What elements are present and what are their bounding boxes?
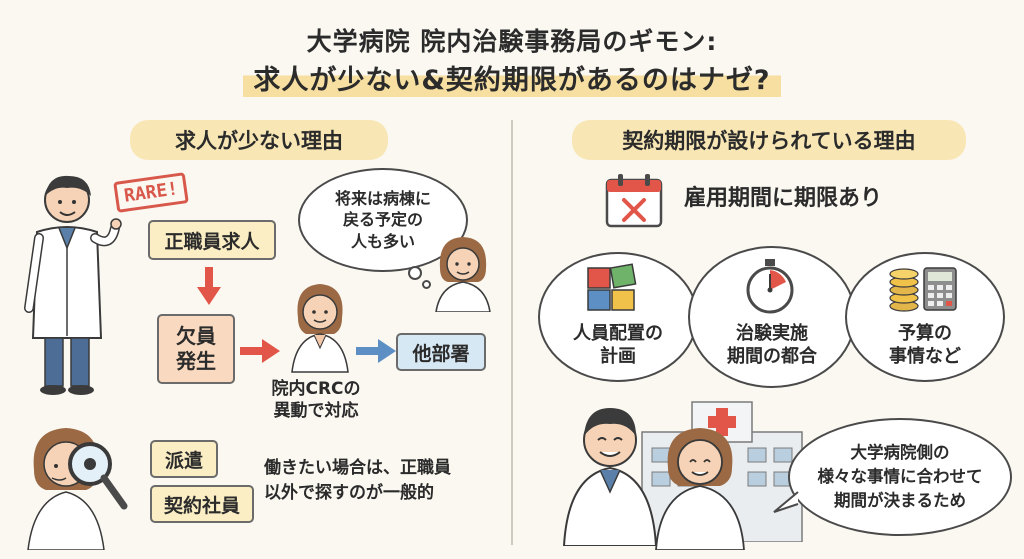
thinking-nurse-illustration xyxy=(435,237,491,312)
title-line-1: 大学病院 院内治験事務局のギモン: xyxy=(306,27,718,56)
speech-bubble-tail xyxy=(773,491,799,513)
reason-3-text: 予算の 事情など xyxy=(855,322,995,369)
crc-caption-line-1: 院内CRCの xyxy=(271,379,361,399)
blue-right-arrow-icon xyxy=(356,339,396,363)
stopwatch-icon xyxy=(746,259,794,314)
bottom-note-line-2: 以外で探すのが一般的 xyxy=(264,482,434,503)
speech-bubble-text: 大学病院側の 様々な事情に合わせて 期間が決まるため xyxy=(818,441,983,513)
down-arrow-icon xyxy=(197,267,221,305)
thought-bubble: 将来は病棟に 戻る予定の 人も多い xyxy=(298,168,468,272)
speech-line-3: 期間が決まるため xyxy=(834,490,966,510)
reason-2-text: 治験実施 期間の都合 xyxy=(700,322,844,369)
calendar-caption: 雇用期間に期限あり xyxy=(684,186,883,211)
magnifier-person-illustration xyxy=(27,428,128,550)
reason-1-text: 人員配置の 計画 xyxy=(548,322,688,369)
reason-2-line-2: 期間の都合 xyxy=(727,346,817,368)
vacancy-line-1: 欠員 xyxy=(176,324,216,348)
right-arrow-icon xyxy=(240,339,280,363)
vacancy-card: 欠員 発生 xyxy=(157,314,235,384)
title-line-2-wrap: 求人が少ない&契約期限があるのはナゼ? xyxy=(0,58,1024,97)
crc-nurse-illustration xyxy=(291,284,349,373)
right-section-heading: 契約期限が設けられている理由 xyxy=(572,120,966,160)
title-line-2: 求人が少ない&契約期限があるのはナゼ? xyxy=(243,58,781,97)
center-divider xyxy=(511,120,513,545)
reason-bubble-3 xyxy=(845,252,1005,382)
doctor-pointing-illustration xyxy=(24,175,122,395)
thought-dot-1 xyxy=(408,266,422,280)
thought-line-1: 将来は病棟に xyxy=(334,188,431,208)
reason-1-line-2: 計画 xyxy=(600,346,636,368)
puzzle-icon xyxy=(587,263,637,311)
bottom-note-line-1: 働きたい場合は、正職員 xyxy=(264,458,451,478)
haken-card: 派遣 xyxy=(150,440,218,478)
thought-bubble-text: 将来は病棟に 戻る予定の 人も多い xyxy=(335,188,431,253)
thought-line-2: 戻る予定の xyxy=(342,210,423,230)
speech-bubble: 大学病院側の 様々な事情に合わせて 期間が決まるため xyxy=(788,418,1012,536)
speech-line-2: 様々な事情に合わせて xyxy=(817,467,983,487)
job-card: 正職員求人 xyxy=(148,220,276,260)
crc-caption-line-2: 異動で対応 xyxy=(273,401,359,422)
thought-line-3: 人も多い xyxy=(350,231,415,251)
left-section-heading: 求人が少ない理由 xyxy=(130,120,388,160)
reason-3-line-2: 事情など xyxy=(889,346,961,368)
coins-calculator-icon xyxy=(889,267,957,312)
reason-3-line-1: 予算の xyxy=(898,323,952,344)
thought-dot-2 xyxy=(422,280,431,289)
reason-1-line-1: 人員配置の xyxy=(573,323,663,344)
reason-2-line-1: 治験実施 xyxy=(736,323,808,344)
crc-caption: 院内CRCの 異動で対応 xyxy=(262,378,370,422)
bottom-note: 働きたい場合は、正職員 以外で探すのが一般的 xyxy=(264,456,451,505)
male-doctor-illustration xyxy=(562,408,658,546)
dept-card: 他部署 xyxy=(396,333,486,371)
female-doctor-illustration xyxy=(655,428,745,550)
calendar-icon xyxy=(605,174,663,228)
keiyaku-card: 契約社員 xyxy=(150,485,254,523)
speech-line-1: 大学病院側の xyxy=(850,443,950,463)
vacancy-line-2: 発生 xyxy=(176,349,216,373)
